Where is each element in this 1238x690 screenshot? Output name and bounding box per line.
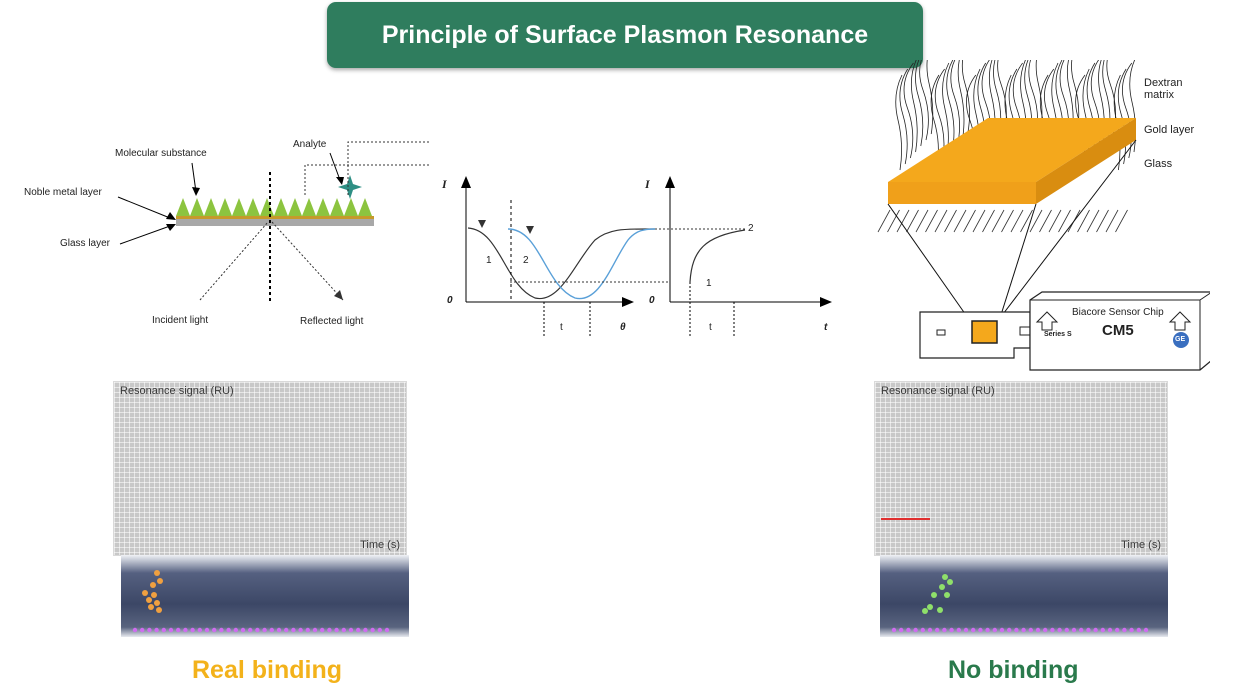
no-binding-caption: No binding bbox=[948, 656, 1079, 684]
level-2-label: 2 bbox=[748, 223, 754, 234]
incident-ray bbox=[199, 221, 269, 301]
glass-pointer bbox=[119, 225, 171, 245]
right-sensorgram-panel: Resonance signal (RU) Time (s) bbox=[874, 381, 1168, 556]
chip-model: CM5 bbox=[1102, 322, 1134, 339]
ge-logo-icon bbox=[1173, 332, 1189, 348]
reflected-ray bbox=[271, 221, 344, 301]
curve-1-label: 1 bbox=[486, 255, 492, 266]
resonance-plots bbox=[461, 176, 832, 338]
right-panel-y-label: Resonance signal (RU) bbox=[881, 385, 995, 397]
label-analyte: Analyte bbox=[293, 139, 327, 150]
metal-pointer bbox=[117, 196, 171, 219]
label-incident-light: Incident light bbox=[152, 315, 209, 326]
glass-layer-bar bbox=[176, 219, 374, 226]
time-x-label: t bbox=[824, 322, 828, 333]
chip-cassette bbox=[1029, 291, 1210, 371]
angle-y-label: I bbox=[442, 177, 447, 191]
molecular-spikes bbox=[176, 198, 372, 216]
label-glass: Glass bbox=[1144, 158, 1173, 170]
right-panel-x-label: Time (s) bbox=[1121, 539, 1161, 551]
chip-logo-text: GE bbox=[1175, 336, 1186, 343]
title-banner: Principle of Surface Plasmon Resonance bbox=[327, 2, 923, 68]
gold-layer-side bbox=[1036, 118, 1136, 204]
chip-sensor-spot bbox=[971, 320, 998, 344]
glass-hatch bbox=[877, 209, 1128, 233]
time-interval-label: t bbox=[709, 322, 712, 333]
label-reflected-light: Reflected light bbox=[300, 316, 364, 327]
angle-origin-label: 0 bbox=[447, 295, 453, 306]
angle-interval-label: t bbox=[560, 322, 563, 333]
label-matrix: matrix bbox=[1144, 89, 1174, 101]
page-title: Principle of Surface Plasmon Resonance bbox=[381, 20, 869, 49]
insert-arrow-icon bbox=[1035, 311, 1059, 331]
curve-2-label: 2 bbox=[523, 255, 529, 266]
curve-1-line bbox=[467, 227, 656, 300]
label-glass-layer: Glass layer bbox=[60, 238, 111, 249]
left-flow-cell bbox=[121, 555, 409, 637]
chip-brand: Biacore Sensor Chip bbox=[1072, 307, 1164, 318]
analyte-pointer bbox=[329, 152, 341, 181]
molecular-pointer bbox=[191, 162, 197, 193]
time-y-label: I bbox=[645, 177, 650, 191]
chip-series: Series S bbox=[1044, 331, 1072, 338]
baseline-signal-line bbox=[881, 518, 930, 520]
left-panel-y-label: Resonance signal (RU) bbox=[120, 385, 234, 397]
right-flow-cell bbox=[880, 555, 1168, 637]
angle-x-label: θ bbox=[620, 322, 626, 333]
time-curve bbox=[689, 229, 746, 283]
curve-2-line bbox=[507, 228, 656, 300]
sensor-chip-diagram bbox=[877, 60, 1210, 371]
label-dextran: Dextran bbox=[1144, 77, 1183, 89]
gold-layer-top bbox=[888, 118, 1136, 182]
label-noble-metal-layer: Noble metal layer bbox=[24, 187, 102, 198]
metal-layer-bar bbox=[176, 216, 374, 219]
real-binding-caption: Real binding bbox=[192, 656, 342, 684]
gold-layer-front bbox=[888, 182, 1036, 204]
right-molecules bbox=[891, 574, 1149, 633]
time-origin-label: 0 bbox=[649, 295, 655, 306]
prism-diagram bbox=[117, 141, 430, 302]
left-sensorgram-panel: Resonance signal (RU) Time (s) bbox=[113, 381, 407, 556]
label-gold-layer: Gold layer bbox=[1144, 124, 1195, 136]
left-panel-x-label: Time (s) bbox=[360, 539, 400, 551]
reflected-arrowhead bbox=[334, 290, 343, 300]
left-molecules bbox=[132, 570, 390, 633]
level-1-label: 1 bbox=[706, 278, 712, 289]
insert-arrow-icon-right bbox=[1168, 311, 1192, 331]
label-molecular-substance: Molecular substance bbox=[115, 148, 207, 159]
analyte-star-icon bbox=[338, 175, 362, 199]
